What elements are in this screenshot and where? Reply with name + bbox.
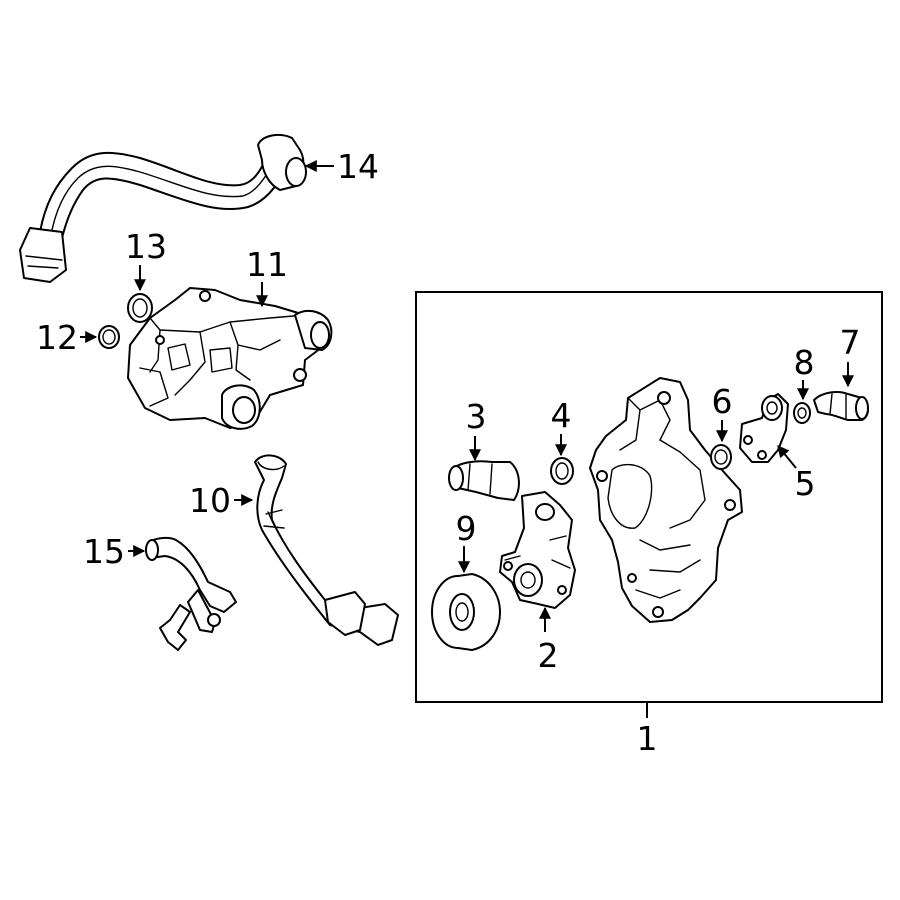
callout-14: 14 bbox=[337, 147, 379, 186]
leader-5 bbox=[777, 445, 797, 469]
callout-3: 3 bbox=[466, 397, 487, 436]
callout-10: 10 bbox=[189, 481, 231, 520]
part-11-coolant-module bbox=[127, 287, 333, 430]
part-8-o-ring bbox=[793, 402, 811, 424]
callout-7: 7 bbox=[840, 323, 861, 362]
assembly-box bbox=[415, 291, 883, 703]
part-7-elbow-fitting bbox=[813, 391, 869, 421]
callout-5: 5 bbox=[795, 464, 816, 503]
callout-1: 1 bbox=[637, 719, 658, 758]
part-3-hose-connector bbox=[448, 460, 520, 501]
part-13-o-ring bbox=[127, 293, 153, 323]
callout-13: 13 bbox=[125, 227, 167, 266]
part-9-pulley bbox=[431, 573, 501, 651]
part-2-water-pump bbox=[499, 491, 576, 609]
part-10-coolant-pipe bbox=[254, 454, 399, 646]
callout-9: 9 bbox=[456, 509, 477, 548]
part-12-o-ring bbox=[98, 325, 120, 349]
part-4-o-ring bbox=[550, 457, 574, 485]
callout-12: 12 bbox=[36, 318, 78, 357]
part-5-thermostat-housing bbox=[739, 393, 789, 463]
callout-6: 6 bbox=[712, 382, 733, 421]
part-15-small-hose bbox=[145, 536, 237, 651]
part-14-coolant-hose bbox=[19, 133, 307, 283]
callout-2: 2 bbox=[538, 636, 559, 675]
callout-15: 15 bbox=[83, 532, 125, 571]
callout-8: 8 bbox=[794, 343, 815, 382]
part-6-o-ring bbox=[710, 444, 732, 470]
callout-11: 11 bbox=[246, 245, 288, 284]
part-1-engine-cover bbox=[589, 377, 743, 623]
callout-4: 4 bbox=[551, 396, 572, 435]
